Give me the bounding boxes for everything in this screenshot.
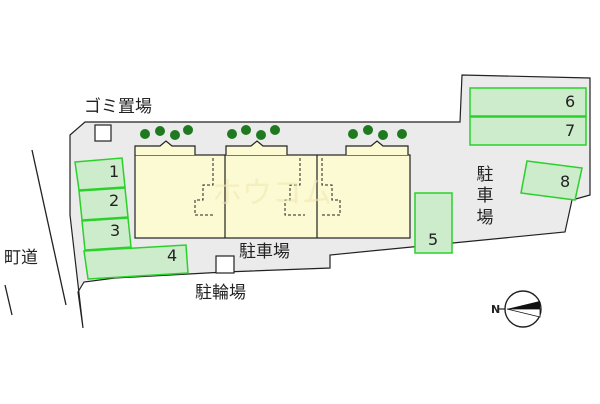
parking-space-label: 6 <box>565 92 576 111</box>
tree-icon <box>256 130 266 140</box>
parking-space-label: 2 <box>109 191 120 210</box>
trees <box>140 125 407 140</box>
tree-icon <box>140 129 150 139</box>
parking-spaces <box>74 87 587 280</box>
balcony <box>345 140 409 155</box>
parking-space-label: 1 <box>109 162 120 181</box>
parking-space-5 <box>414 192 453 254</box>
tree-icon <box>270 125 280 135</box>
watermark-text: ホウコム <box>212 176 332 211</box>
tree-icon <box>227 129 237 139</box>
bicycle-box-icon <box>215 255 235 274</box>
parking-label-right-char: 場 <box>476 207 494 228</box>
parking-space-label: 3 <box>110 221 121 240</box>
tree-icon <box>378 130 388 140</box>
tree-icon <box>363 125 373 135</box>
road-edge-line-short <box>4 284 13 316</box>
parking-label-right-char: 駐 <box>476 165 494 185</box>
parking-space-label: 8 <box>560 172 571 191</box>
parking-space-8 <box>520 160 583 201</box>
town-road-label: 町道 <box>4 248 38 268</box>
bicycle-parking-label: 駐輪場 <box>195 283 246 303</box>
parking-space-4 <box>83 244 189 280</box>
parking-space-label: 4 <box>167 246 178 265</box>
tree-icon <box>241 125 251 135</box>
compass-north-label: N <box>491 303 501 316</box>
parking-space-6 <box>469 87 587 117</box>
garbage-box-icon <box>94 124 112 142</box>
tree-icon <box>170 130 180 140</box>
parking-label-center: 駐車場 <box>239 242 290 262</box>
balcony <box>225 140 288 155</box>
parking-space-label: 7 <box>565 121 576 140</box>
parking-space-7 <box>469 116 587 146</box>
building <box>134 154 411 239</box>
tree-icon <box>183 125 193 135</box>
parking-space-2 <box>78 187 129 221</box>
parking-label-right-char: 車 <box>476 186 494 207</box>
compass-icon <box>498 290 542 328</box>
tree-icon <box>155 126 165 136</box>
parking-space-3 <box>81 217 132 251</box>
tree-icon <box>348 129 358 139</box>
balcony <box>134 140 196 155</box>
garbage-area-label: ゴミ置場 <box>84 97 152 117</box>
tree-icon <box>397 129 407 139</box>
interior-dashed-lines <box>194 158 341 216</box>
parking-label-right: 駐 車 場 <box>475 165 495 229</box>
parking-space-label: 5 <box>428 230 439 249</box>
parking-space-1 <box>74 157 126 191</box>
road-edge-line <box>31 149 67 306</box>
